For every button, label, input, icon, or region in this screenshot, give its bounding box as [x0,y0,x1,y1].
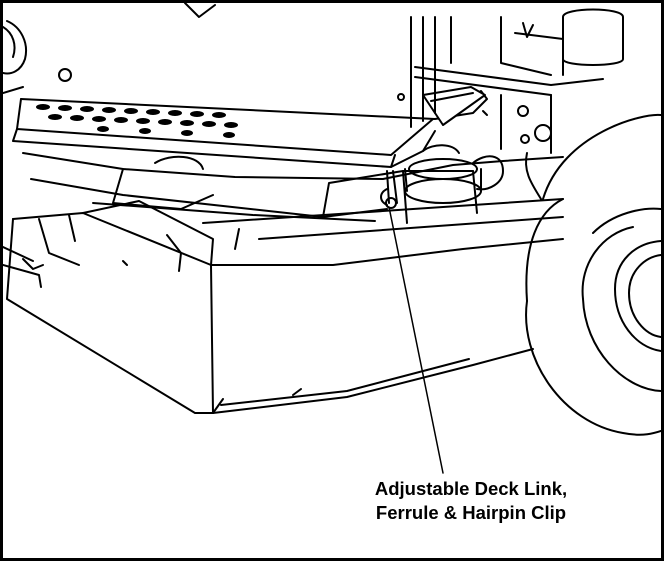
wheel-illustration [525,113,661,436]
callout-leader-line [388,206,444,474]
hairpin-clip-icon [380,170,398,209]
callout-line-1: Adjustable Deck Link, [374,478,568,499]
callout-label: Adjustable Deck Link, Ferrule & Hairpin … [321,477,621,525]
deck-linkage [22,144,564,250]
mower-deck-line-drawing [3,3,661,474]
top-left-bracket [3,3,216,94]
mower-deck-housing [3,200,564,414]
footrest-plate [12,86,488,168]
callout-line-2: Ferrule & Hairpin Clip [375,502,567,523]
plate-holes [36,104,238,138]
rear-frame [397,8,624,154]
